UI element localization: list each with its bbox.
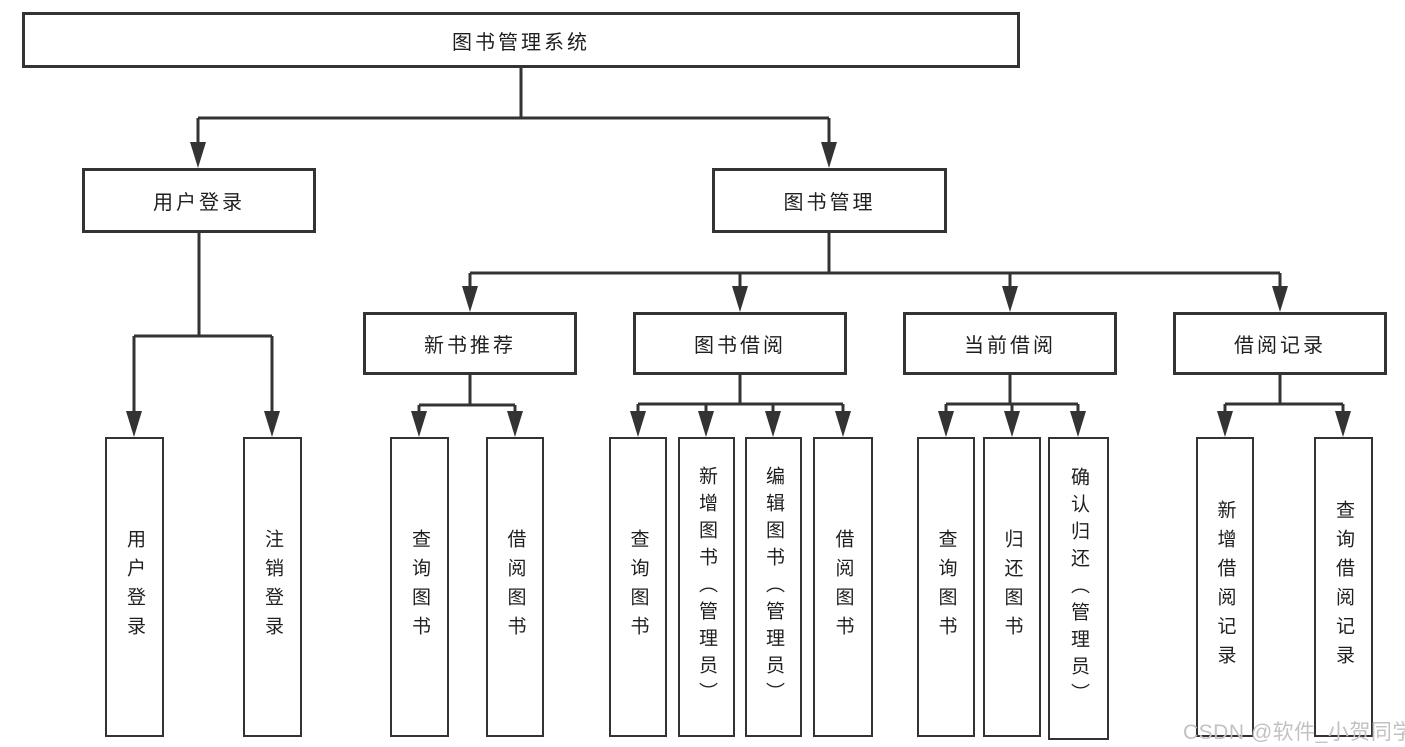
node-book-borrow: 图书借阅 (633, 312, 847, 375)
node-book-management: 图书管理 (712, 168, 947, 233)
node-cb-query-books-label: 查询图书 (935, 529, 957, 645)
node-borrow-records: 借阅记录 (1173, 312, 1387, 375)
node-cb-confirm-return-admin: 确认归还（管理员） (1048, 437, 1109, 740)
node-root: 图书管理系统 (22, 12, 1020, 68)
node-bb-add-books-admin: 新增图书（管理员） (678, 437, 735, 737)
node-bb-edit-books-admin: 编辑图书（管理员） (745, 437, 802, 737)
node-nbr-borrow-books-label: 借阅图书 (504, 529, 526, 645)
node-nbr-query-books: 查询图书 (390, 437, 449, 737)
node-cb-return-books: 归还图书 (983, 437, 1041, 737)
node-leaf-logout-label: 注销登录 (262, 529, 283, 645)
node-nbr-borrow-books: 借阅图书 (486, 437, 544, 737)
node-book-management-label: 图书管理 (783, 192, 876, 214)
node-bb-borrow-books: 借阅图书 (813, 437, 873, 737)
node-cb-return-books-label: 归还图书 (1001, 529, 1023, 645)
node-user-login-label: 用户登录 (153, 192, 245, 214)
node-root-label: 图书管理系统 (452, 31, 590, 54)
node-bb-edit-books-admin-label: 编辑图书（管理员） (763, 465, 784, 709)
node-user-login: 用户登录 (82, 168, 316, 233)
node-book-borrow-label: 图书借阅 (694, 335, 786, 357)
node-bb-query-books: 查询图书 (609, 437, 667, 737)
node-new-book-recommend-label: 新书推荐 (424, 335, 516, 357)
node-nbr-query-books-label: 查询图书 (409, 529, 430, 645)
node-br-add-record-label: 新增借阅记录 (1214, 500, 1236, 674)
node-new-book-recommend: 新书推荐 (363, 312, 577, 375)
node-bb-add-books-admin-label: 新增图书（管理员） (696, 465, 717, 709)
node-br-query-record: 查询借阅记录 (1314, 437, 1373, 737)
node-br-add-record: 新增借阅记录 (1196, 437, 1254, 737)
node-bb-borrow-books-label: 借阅图书 (832, 529, 854, 645)
node-borrow-records-label: 借阅记录 (1234, 335, 1326, 357)
node-cb-confirm-return-admin-label: 确认归还（管理员） (1068, 467, 1089, 710)
node-current-borrow-label: 当前借阅 (964, 335, 1056, 357)
node-leaf-user-login: 用户登录 (105, 437, 164, 737)
node-current-borrow: 当前借阅 (903, 312, 1117, 375)
node-leaf-user-login-label: 用户登录 (124, 529, 145, 645)
csdn-watermark: CSDN @软件_小贺同学 (1183, 721, 1405, 744)
node-cb-query-books: 查询图书 (917, 437, 975, 737)
node-br-query-record-label: 查询借阅记录 (1333, 500, 1354, 674)
node-leaf-logout: 注销登录 (243, 437, 302, 737)
node-bb-query-books-label: 查询图书 (627, 529, 649, 645)
